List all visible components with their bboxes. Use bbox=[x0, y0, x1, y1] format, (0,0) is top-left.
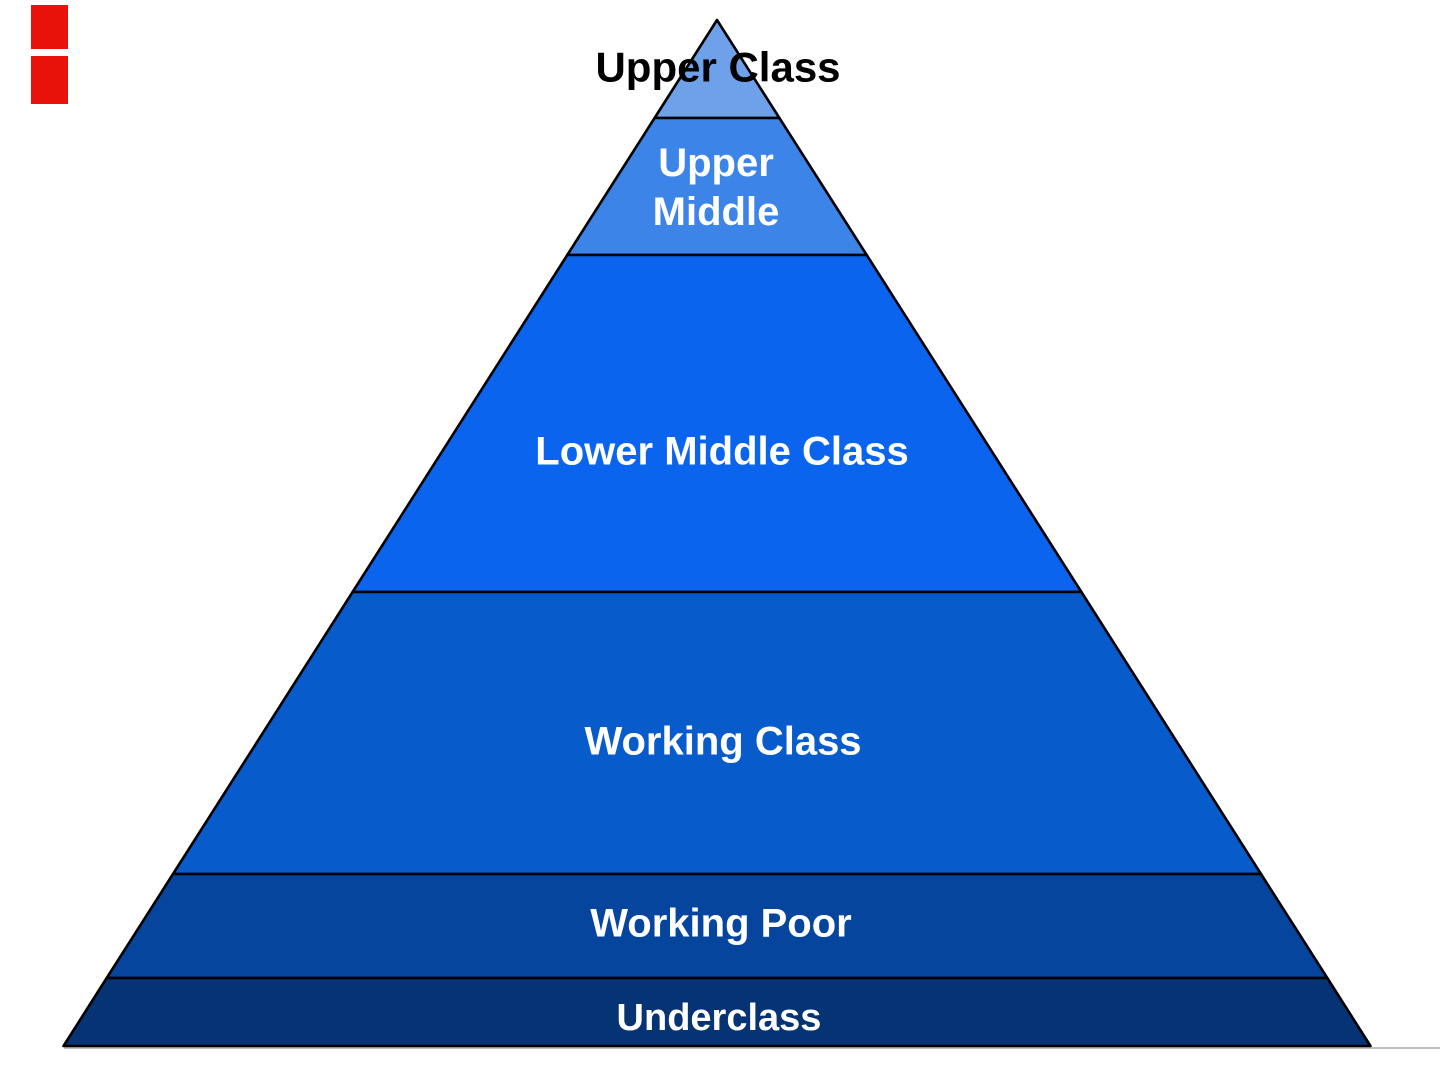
label-upper-class: Upper Class bbox=[595, 43, 841, 91]
label-working-class: Working Class bbox=[584, 719, 862, 764]
red-mark-bottom bbox=[31, 56, 68, 104]
red-mark-top bbox=[31, 5, 68, 49]
label-underclass: Underclass bbox=[616, 996, 822, 1039]
baseline-rule bbox=[64, 1047, 1440, 1049]
label-lower-middle-class: Lower Middle Class bbox=[535, 429, 909, 474]
label-upper-middle: Upper Middle bbox=[652, 141, 780, 234]
pyramid-level-lower-middle-class bbox=[351, 253, 1083, 594]
pyramid-level-underclass bbox=[62, 976, 1372, 1048]
label-working-poor: Working Poor bbox=[590, 901, 852, 946]
